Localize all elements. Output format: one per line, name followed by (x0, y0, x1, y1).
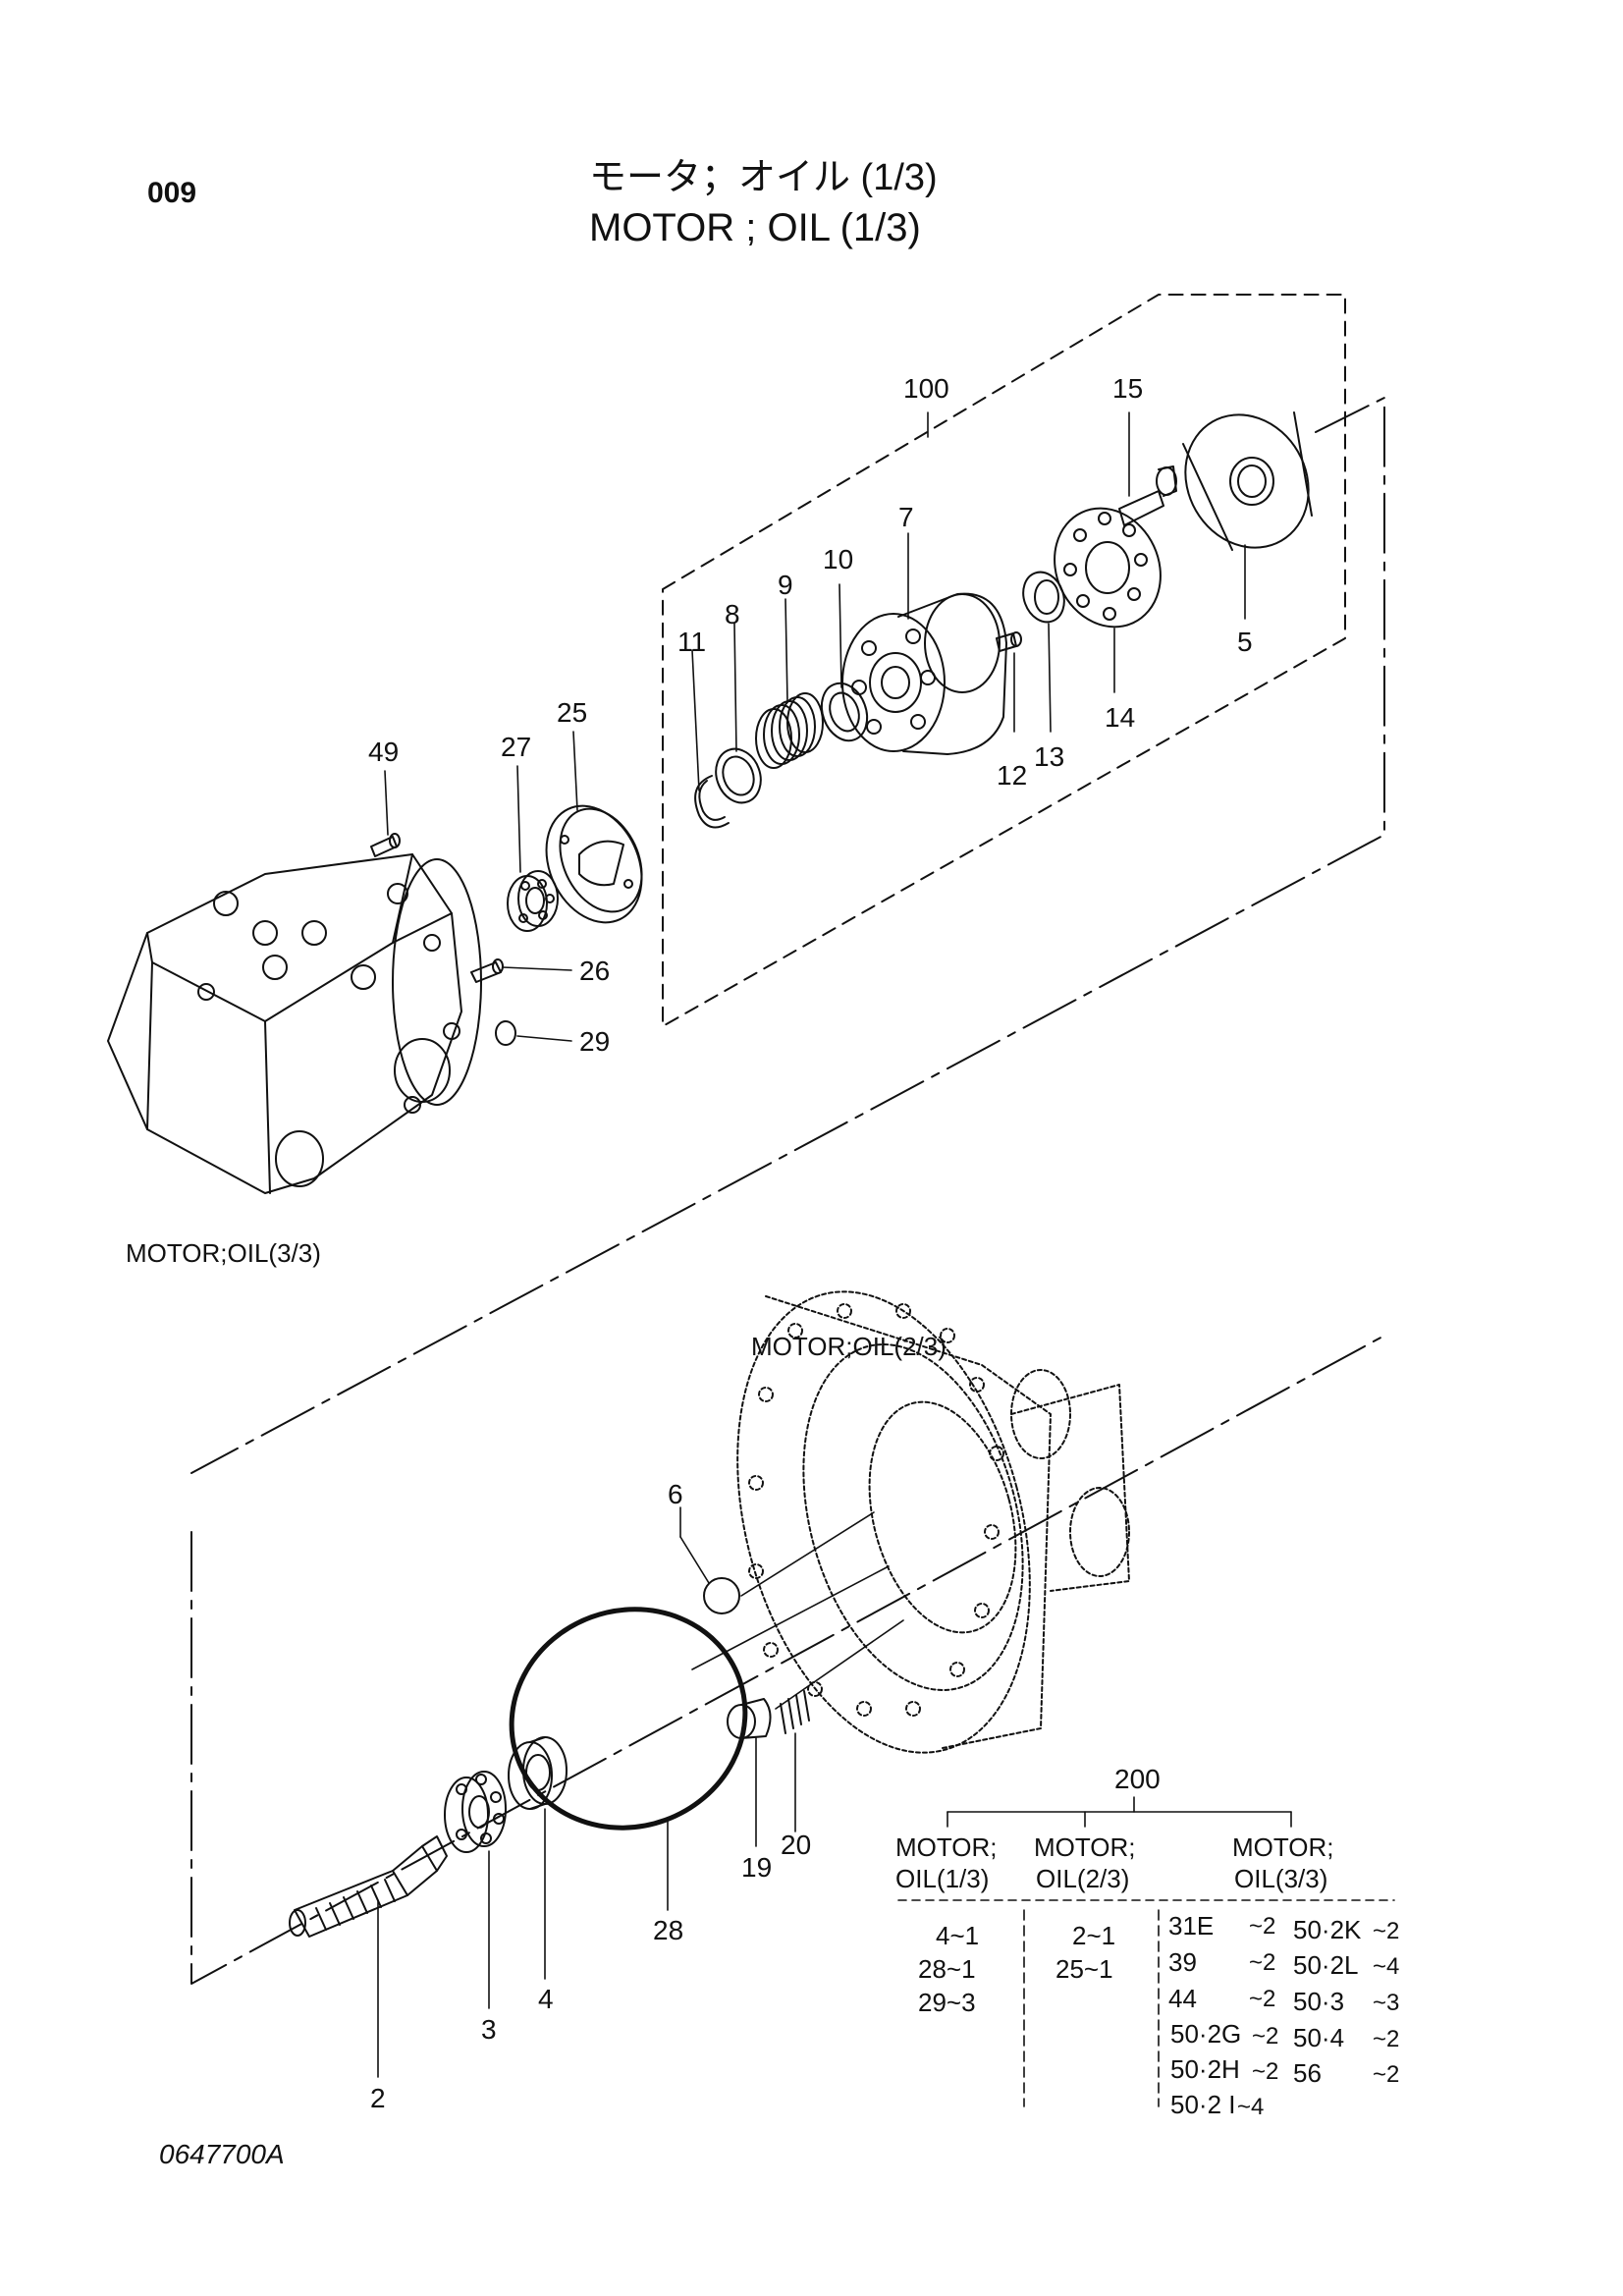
part-11-snap-ring (694, 775, 730, 829)
kit-col3b-part: 56 (1293, 2058, 1322, 2088)
kit-table-lines (897, 1796, 1395, 2107)
kit-100-boundary (662, 294, 1346, 1027)
kit-col3a-qty: ~2 (1252, 2023, 1279, 2050)
kit-col3a-qty: ~2 (1252, 2058, 1279, 2085)
callout-27: 27 (501, 732, 532, 762)
part-3-roller-bearing (444, 1771, 507, 1853)
kit-col3b-part: 50·4 (1293, 2023, 1345, 2052)
callout-7: 7 (898, 502, 914, 532)
part-5-disc (1182, 411, 1313, 551)
kit-col2-row: 2~1 (1072, 1921, 1116, 1950)
kit-col1-row: 4~1 (936, 1921, 980, 1950)
part-6-ball (703, 1577, 740, 1614)
kit-col3b-qty: ~4 (1373, 1953, 1400, 1980)
assembly-label-motor-oil-3-3: MOTOR;OIL(3/3) (126, 1238, 321, 1268)
callout-5: 5 (1237, 627, 1253, 657)
callout-12: 12 (997, 760, 1028, 791)
kit-col1-row: 29~3 (918, 1988, 976, 2017)
part-27-bearing (507, 870, 559, 932)
part-20-spring (780, 1690, 810, 1734)
callout-19: 19 (741, 1852, 773, 1883)
callout-4: 4 (538, 1984, 554, 2014)
callout-100: 100 (903, 373, 949, 404)
kit-col3a-qty: ~4 (1237, 2094, 1265, 2120)
part-26-pin (470, 958, 504, 983)
part-2-shaft (289, 1835, 448, 1938)
kit-col3b-qty: ~2 (1373, 1918, 1400, 1944)
kit-col3b-part: 50·2L (1293, 1950, 1359, 1980)
part-29-o-ring (495, 1020, 516, 1046)
kit-col2-header-2: OIL(2/3) (1036, 1864, 1130, 1893)
part-4-bearing (508, 1736, 568, 1810)
part-25-valve-plate (545, 804, 643, 924)
leader-lines (377, 411, 1246, 2078)
kit-col3b-qty: ~2 (1373, 2026, 1400, 2052)
kit-number: 200 (1114, 1764, 1161, 1794)
kit-col3b-part: 50·2K (1293, 1915, 1362, 1944)
part-13-ring (1022, 571, 1065, 624)
kit-col3a-part: 44 (1168, 1984, 1197, 2013)
callout-3: 3 (481, 2014, 497, 2045)
part-49-pin (370, 833, 401, 857)
page-title-japanese: モータ；オイル (1/3) (589, 157, 938, 198)
motor-housing-lower (736, 1290, 1130, 1754)
part-7-cylinder-block (841, 592, 1007, 755)
kit-col3-header-1: MOTOR; (1232, 1832, 1334, 1862)
part-9-spring (755, 692, 824, 769)
part-10-washer (820, 682, 869, 742)
callout-26: 26 (579, 956, 611, 986)
callout-15: 15 (1112, 373, 1144, 404)
callout-9: 9 (778, 570, 793, 600)
kit-col1-row: 28~1 (918, 1954, 976, 1984)
kit-col1-header-2: OIL(1/3) (895, 1864, 990, 1893)
page-code: 009 (147, 177, 197, 209)
kit-col3a-part: 50·2 I (1170, 2090, 1236, 2119)
callout-10: 10 (823, 544, 854, 574)
kit-col2-row: 25~1 (1055, 1954, 1113, 1984)
callout-29: 29 (579, 1026, 611, 1057)
callout-25: 25 (557, 697, 588, 728)
kit-200-boundary (190, 397, 1385, 1985)
page-title: MOTOR ; OIL (1/3) (589, 206, 921, 249)
part-28-o-ring (509, 1607, 748, 1831)
part-19-plug (727, 1698, 772, 1739)
kit-col3b-qty: ~2 (1373, 2061, 1400, 2088)
part-8-ring (715, 747, 762, 804)
kit-col3a-part: 50·2G (1170, 2019, 1242, 2049)
part-14-valve-plate (1054, 507, 1162, 629)
callout-13: 13 (1034, 741, 1065, 772)
callout-49: 49 (368, 737, 400, 767)
callout-11: 11 (677, 627, 707, 657)
kit-col3a-part: 50·2H (1170, 2054, 1240, 2084)
kit-col3a-qty: ~2 (1249, 1986, 1276, 2012)
kit-col3a-qty: ~2 (1249, 1913, 1276, 1940)
motor-housing-upper (107, 853, 482, 1194)
document-id: 0647700A (159, 2139, 285, 2169)
callout-8: 8 (725, 599, 740, 629)
kit-col3a-qty: ~2 (1249, 1949, 1276, 1976)
part-15-pin (1118, 465, 1177, 526)
part-12-pin (996, 631, 1022, 652)
callout-28: 28 (653, 1915, 684, 1945)
kit-col3a-part: 31E (1168, 1911, 1215, 1941)
kit-col3-header-2: OIL(3/3) (1234, 1864, 1328, 1893)
callout-6: 6 (668, 1479, 683, 1509)
kit-col3a-part: 39 (1168, 1947, 1197, 1977)
callout-2: 2 (370, 2083, 386, 2113)
kit-col1-header-1: MOTOR; (895, 1832, 998, 1862)
assembly-label-motor-oil-2-3: MOTOR;OIL(2/3) (751, 1332, 947, 1361)
callout-14: 14 (1105, 702, 1136, 733)
callout-20: 20 (781, 1830, 812, 1860)
kit-col2-header-1: MOTOR; (1034, 1832, 1136, 1862)
kit-col3b-qty: ~3 (1373, 1990, 1400, 2016)
kit-col3b-part: 50·3 (1293, 1987, 1345, 2016)
